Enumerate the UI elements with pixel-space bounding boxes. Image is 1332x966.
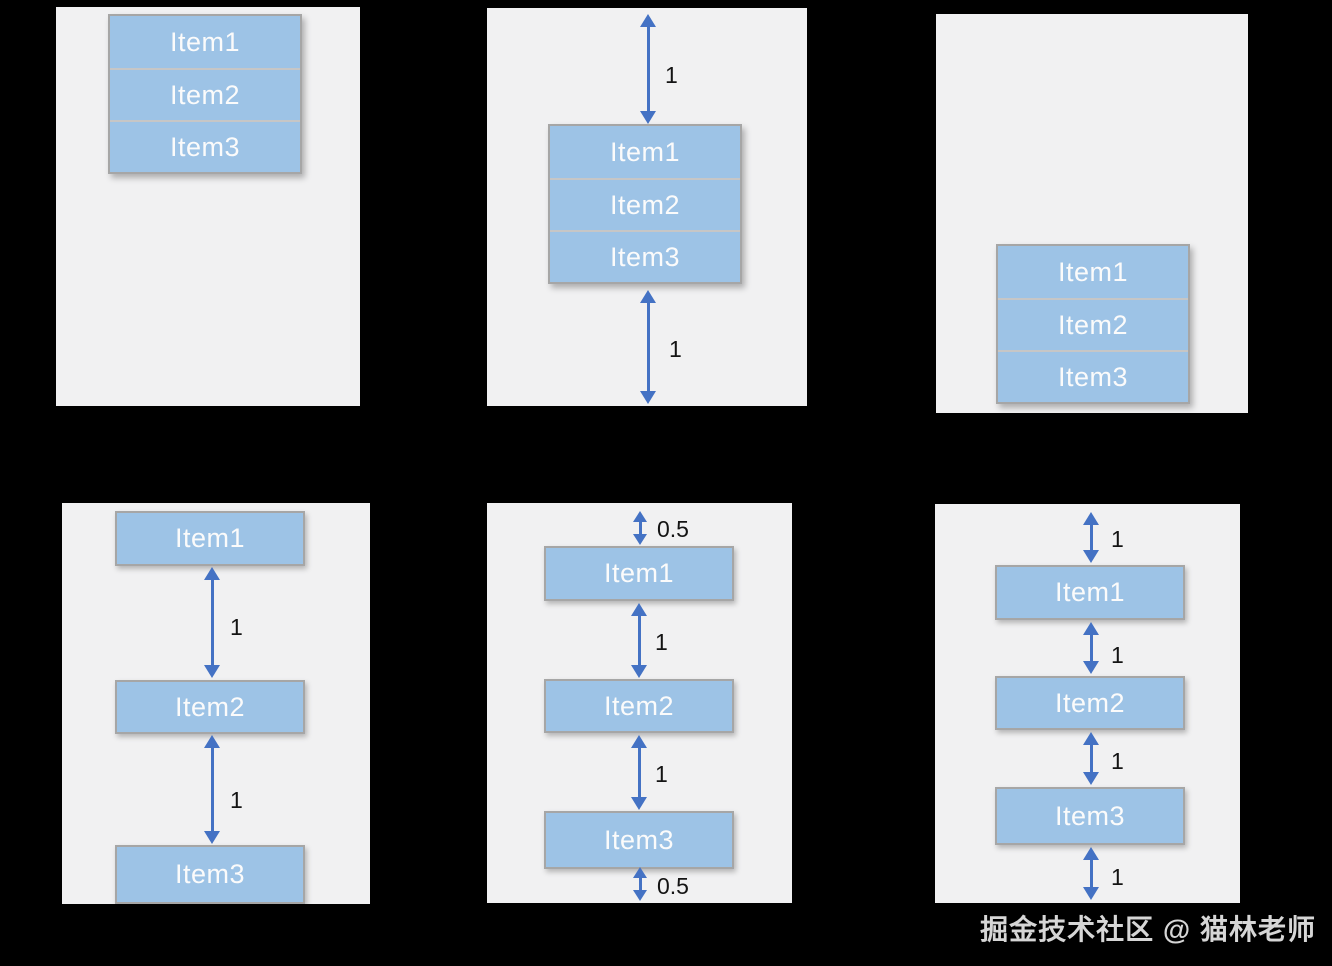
watermark-text: 掘金技术社区 @ 猫林老师 (980, 914, 1316, 945)
arrow-shaft (210, 748, 214, 831)
arrow-head-up-icon (204, 735, 220, 748)
arrow-head-down-icon (204, 665, 220, 678)
flex-item: Item1 (115, 511, 305, 566)
gap-arrow-icon (1083, 512, 1099, 563)
gap-ratio-label: 1 (1111, 864, 1124, 890)
flex-item: Item2 (995, 676, 1185, 730)
gap-arrow-icon (1083, 732, 1099, 785)
arrow-shaft (210, 580, 214, 665)
flex-item: Item2 (550, 178, 740, 230)
flex-item: Item2 (110, 68, 300, 120)
gap-ratio-label: 0.5 (657, 516, 689, 542)
panel-justify-flex-end: Item1 Item2 Item3 (936, 14, 1248, 413)
arrow-head-down-icon (1083, 887, 1099, 900)
arrow-head-down-icon (640, 391, 656, 404)
gap-ratio-label: 1 (669, 336, 682, 362)
arrow-shaft (646, 303, 650, 391)
flex-item: Item1 (169, 26, 241, 57)
flex-item: Item1 (995, 565, 1185, 620)
gap-arrow-icon (204, 567, 220, 678)
arrow-head-up-icon (631, 603, 647, 616)
arrow-head-down-icon (1083, 550, 1099, 563)
arrow-head-up-icon (1083, 512, 1099, 525)
arrow-head-up-icon (633, 511, 647, 522)
item-stack: Item1 Item2 Item3 (548, 124, 742, 284)
gap-arrow-icon (640, 14, 656, 124)
panel-justify-flex-start: Item1 Item2 Item3 (56, 7, 360, 406)
arrow-head-down-icon (640, 111, 656, 124)
panel-justify-center: 1 Item1 Item2 Item3 1 (487, 8, 807, 406)
arrow-shaft (1089, 860, 1093, 887)
flex-item: Item1 (1057, 256, 1129, 287)
flex-item: Item3 (544, 811, 734, 869)
flex-item: Item3 (995, 787, 1185, 845)
arrow-head-down-icon (631, 665, 647, 678)
arrow-head-up-icon (204, 567, 220, 580)
arrow-shaft (1089, 635, 1093, 661)
flex-item: Item3 (998, 350, 1188, 402)
flex-item: Item3 (110, 120, 300, 172)
arrow-head-up-icon (631, 735, 647, 748)
panel-justify-space-between: Item1 1 Item2 1 Item3 (62, 503, 370, 904)
panel-justify-space-evenly: 1 Item1 1 Item2 1 Item3 1 (935, 504, 1240, 903)
arrow-shaft (1089, 525, 1093, 550)
gap-ratio-label: 1 (1111, 642, 1124, 668)
arrow-head-up-icon (640, 290, 656, 303)
arrow-head-up-icon (1083, 732, 1099, 745)
gap-ratio-label: 1 (1111, 748, 1124, 774)
gap-ratio-label: 0.5 (657, 873, 689, 899)
gap-arrow-icon (1083, 622, 1099, 674)
flex-item: Item3 (115, 845, 305, 904)
arrow-head-down-icon (633, 534, 647, 545)
item-stack: Item1 Item2 Item3 (108, 14, 302, 174)
arrow-shaft (646, 27, 650, 111)
gap-arrow-icon (1083, 847, 1099, 900)
gap-arrow-icon (633, 867, 647, 901)
flex-item: Item1 (609, 136, 681, 167)
gap-arrow-icon (633, 511, 647, 545)
arrow-head-up-icon (633, 867, 647, 878)
gap-ratio-label: 1 (665, 62, 678, 88)
gap-ratio-label: 1 (655, 629, 668, 655)
flex-item: Item2 (544, 679, 734, 733)
arrow-head-up-icon (1083, 622, 1099, 635)
arrow-shaft (638, 878, 642, 890)
arrow-head-down-icon (204, 831, 220, 844)
flex-item: Item2 (998, 298, 1188, 350)
gap-ratio-label: 1 (230, 787, 243, 813)
arrow-head-up-icon (640, 14, 656, 27)
gap-arrow-icon (640, 290, 656, 404)
flex-item: Item3 (550, 230, 740, 282)
arrow-shaft (637, 616, 641, 665)
arrow-head-down-icon (1083, 661, 1099, 674)
gap-ratio-label: 1 (655, 761, 668, 787)
arrow-shaft (638, 522, 642, 534)
arrow-head-up-icon (1083, 847, 1099, 860)
arrow-shaft (637, 748, 641, 797)
gap-ratio-label: 1 (230, 614, 243, 640)
arrow-head-down-icon (633, 890, 647, 901)
arrow-head-down-icon (631, 797, 647, 810)
item-stack: Item1 Item2 Item3 (996, 244, 1190, 404)
gap-ratio-label: 1 (1111, 526, 1124, 552)
gap-arrow-icon (631, 603, 647, 678)
arrow-head-down-icon (1083, 772, 1099, 785)
panel-justify-space-around: 0.5 Item1 1 Item2 1 Item3 0.5 (487, 503, 792, 903)
flex-item: Item2 (115, 680, 305, 734)
flex-item: Item1 (544, 546, 734, 601)
gap-arrow-icon (631, 735, 647, 810)
gap-arrow-icon (204, 735, 220, 844)
arrow-shaft (1089, 745, 1093, 772)
